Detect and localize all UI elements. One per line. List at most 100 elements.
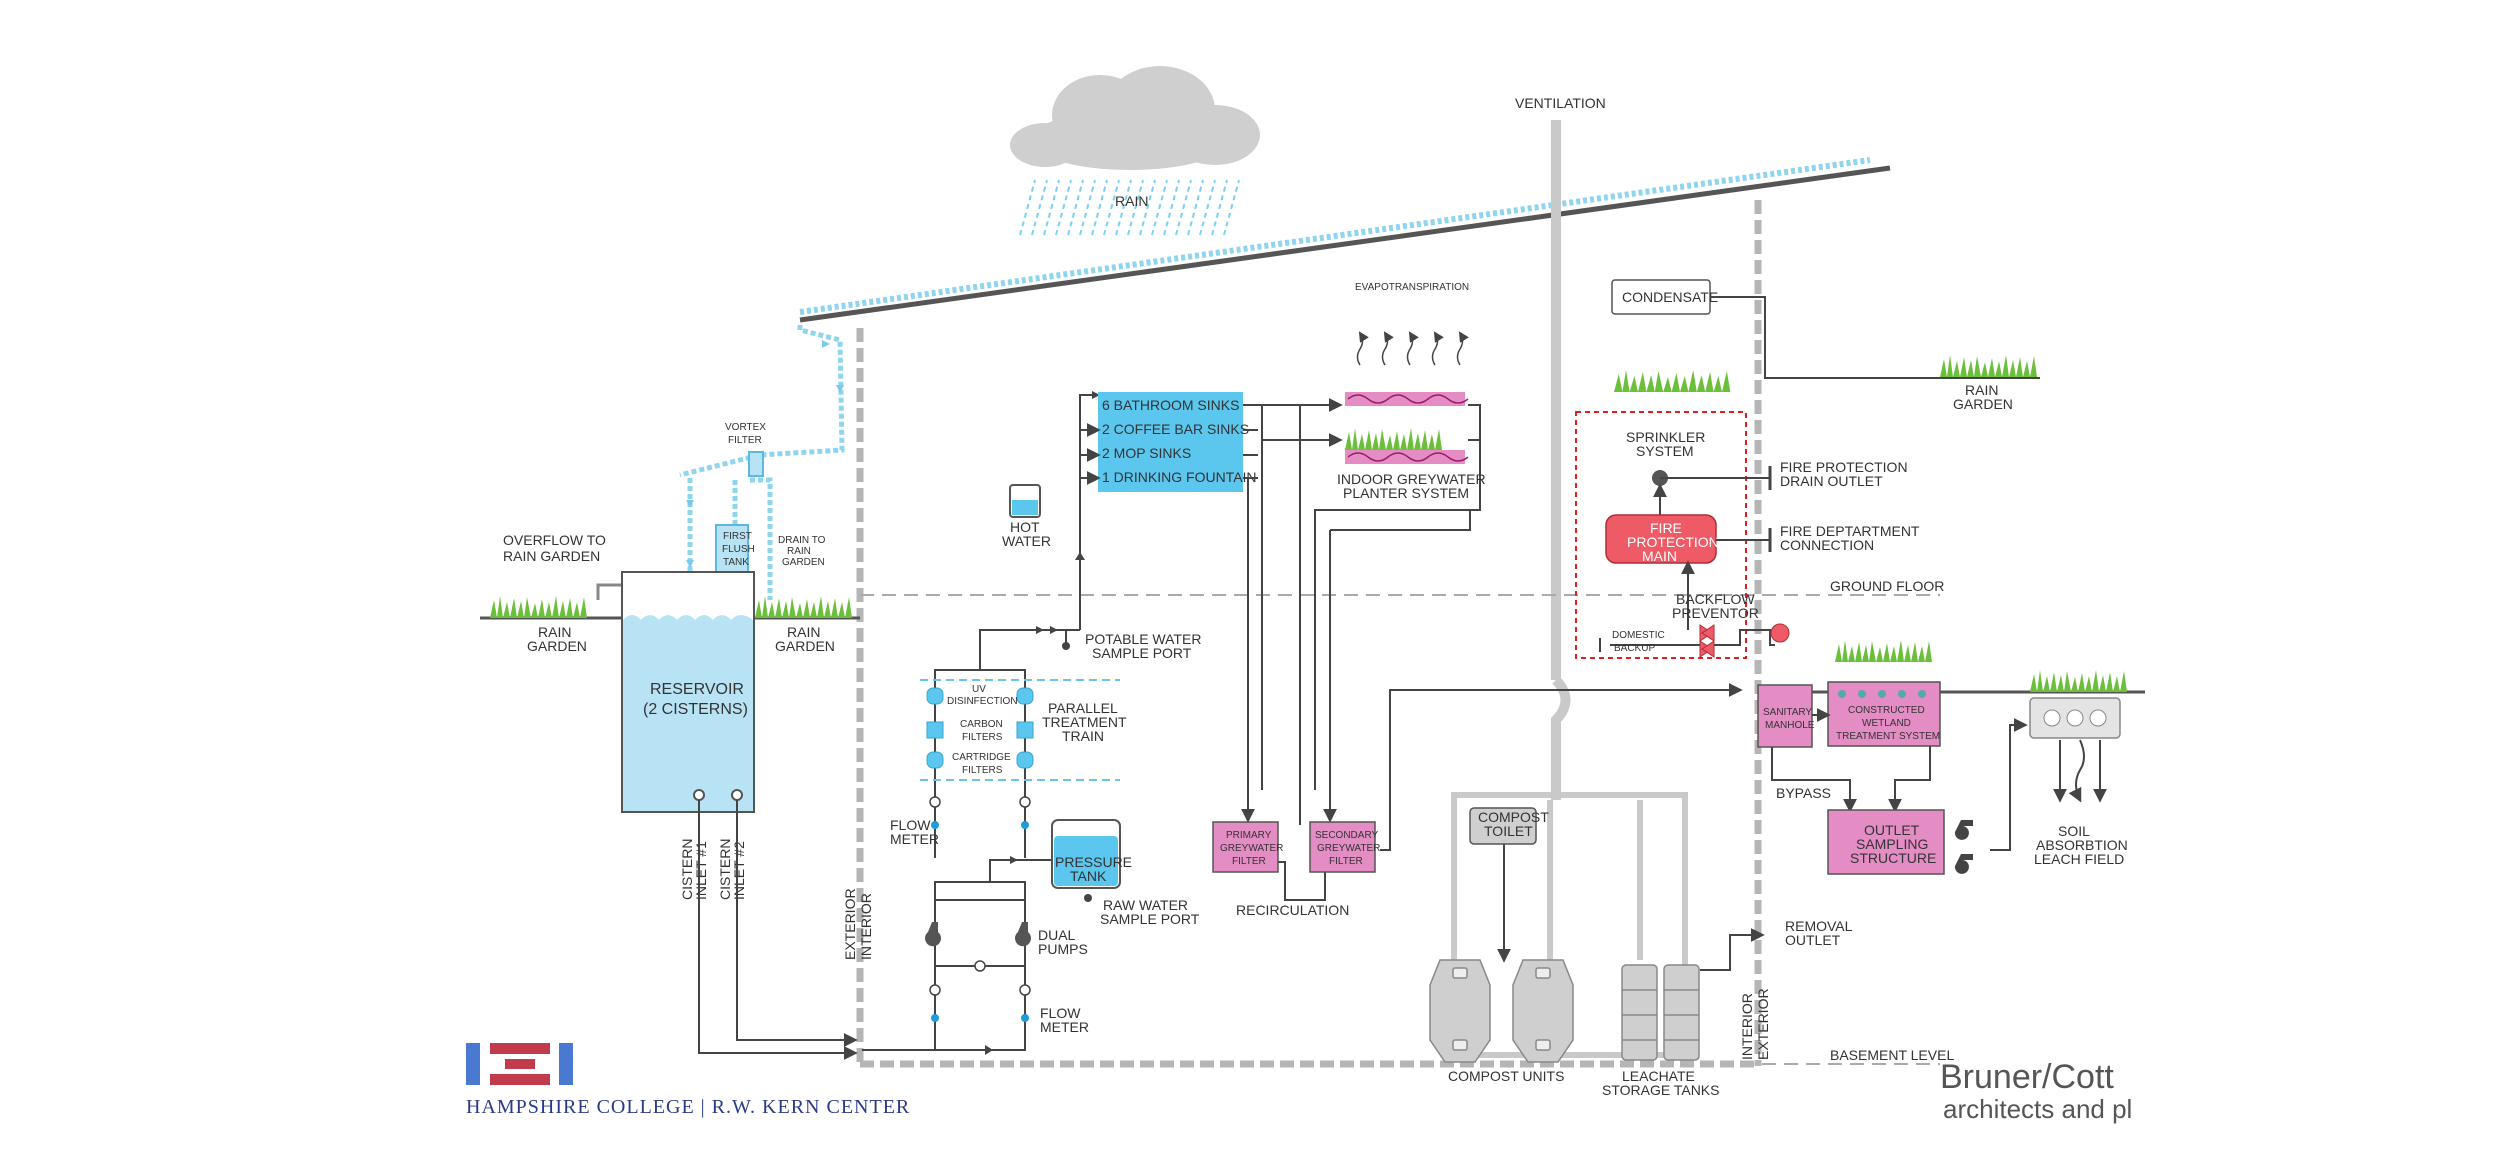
fire-drain-label-2: DRAIN OUTLET: [1780, 473, 1883, 489]
rain-streaks: [1019, 179, 1240, 236]
compost-units-label: COMPOST UNITS: [1448, 1068, 1564, 1084]
evapotranspiration-label: EVAPOTRANSPIRATION: [1355, 282, 1469, 293]
cartridge-label-2: FILTERS: [962, 765, 1003, 776]
sanitary-manhole: [1757, 684, 1813, 748]
backflow-label-2: PREVENTOR: [1672, 605, 1759, 621]
primary-filter-label-3: FILTER: [1232, 856, 1266, 867]
flow-arrows: [985, 391, 1100, 1055]
backflow-preventor: [1699, 624, 1715, 658]
firm-subtitle: architects and pl: [1943, 1094, 2132, 1124]
fixtures-box: [1098, 392, 1243, 492]
rain-garden-left-label-1: RAIN: [538, 624, 571, 640]
wetland-label-1: CONSTRUCTED: [1848, 705, 1925, 716]
drain-rain-garden-label-1: DRAIN TO: [778, 535, 826, 546]
interior-exterior-right-1: INTERIOR: [1739, 993, 1755, 1060]
wetland-label-3: TREATMENT SYSTEM: [1836, 731, 1940, 742]
fixture-2: 2 COFFEE BAR SINKS: [1102, 421, 1249, 437]
drain-rain-garden-label-2: RAIN: [787, 546, 811, 557]
fire-dept-label-1: FIRE DEPTARTMENT: [1780, 523, 1920, 539]
primary-filter: [1212, 821, 1279, 873]
condensate-pipe: [1710, 296, 2040, 379]
leach-field-grass: [2030, 670, 2130, 692]
pressure-tank-label-2: TANK: [1070, 868, 1107, 884]
constructed-wetland: [1827, 681, 1941, 747]
indoor-planter: [1345, 370, 1735, 464]
cistern-inlet-1-label: CISTERN: [679, 839, 695, 900]
soil-absorption-label-3: LEACH FIELD: [2034, 851, 2124, 867]
outlet-sampling-label-2: SAMPLING: [1856, 836, 1928, 852]
rain-label: RAIN: [1115, 193, 1148, 209]
secondary-filter: [1309, 821, 1376, 873]
dual-pumps: [925, 922, 1031, 947]
exterior-pipes: [1771, 708, 2107, 851]
cistern-inlet-2-label: CISTERN: [717, 839, 733, 900]
fixture-4: 1 DRINKING FOUNTAIN: [1102, 469, 1257, 485]
carbon-label-2: FILTERS: [962, 732, 1003, 743]
treatment-filters: [926, 687, 1034, 769]
fire-main-label-3: MAIN: [1642, 548, 1677, 564]
domestic-backup-label-2: BACKUP: [1614, 643, 1655, 654]
first-flush-label-3: TANK: [723, 557, 749, 568]
rain-garden-right-label-1: RAIN: [1965, 382, 1998, 398]
hampshire-logo: [466, 1043, 573, 1085]
rain-garden-left-label-2: GARDEN: [527, 638, 587, 654]
domestic-backup-label-1: DOMESTIC: [1612, 630, 1665, 641]
interior-exterior-right-2: EXTERIOR: [1755, 988, 1771, 1060]
soil-absorption-label-1: SOIL: [2058, 823, 2090, 839]
building-walls: [856, 200, 1762, 1068]
leachate-removal-pipe: [1700, 928, 1765, 971]
meter-dots: [931, 821, 1029, 1022]
raw-water-label-2: SAMPLE PORT: [1100, 911, 1200, 927]
basement-level-label: BASEMENT LEVEL: [1830, 1047, 1954, 1063]
exterior-interior-left-1: EXTERIOR: [842, 888, 858, 960]
rain-garden-right-grass: [1940, 355, 2040, 377]
backflow-label-1: BACKFLOW: [1676, 591, 1755, 607]
cartridge-label-1: CARTRIDGE: [952, 752, 1011, 763]
flow-meter-bottom-label-1: FLOW: [1040, 1005, 1081, 1021]
raw-water-label-1: RAW WATER: [1103, 897, 1188, 913]
soil-absorption-label-2: ABSORBTION: [2036, 837, 2128, 853]
fire-drain-label-1: FIRE PROTECTION: [1780, 459, 1908, 475]
domestic-backup-pipe: [1610, 629, 1775, 646]
pressure-tank-label-1: PRESSURE: [1055, 854, 1132, 870]
outlet-sampling-label-1: OUTLET: [1864, 822, 1920, 838]
outlet-pumps: [1954, 820, 1973, 874]
reservoir-label-1: RESERVOIR: [650, 681, 744, 698]
first-flush-label-2: FLUSH: [722, 544, 755, 555]
vortex-filter-label-2: FILTER: [728, 435, 762, 446]
cistern-outflow-pipes: [698, 800, 858, 1060]
bypass-label: BYPASS: [1776, 785, 1831, 801]
outlet-sampling-structure: [1827, 809, 1945, 875]
carbon-label-1: CARBON: [960, 719, 1003, 730]
uv-label-1: UV: [972, 684, 986, 695]
ground-floor-label: GROUND FLOOR: [1830, 578, 1944, 594]
dual-pumps-label-1: DUAL: [1038, 927, 1076, 943]
flow-meter-top-label-2: METER: [890, 831, 939, 847]
flow-meter-top-label-1: FLOW: [890, 817, 931, 833]
roof: [799, 165, 1891, 323]
leach-field: [2029, 697, 2121, 739]
potable-sample-label-1: POTABLE WATER: [1085, 631, 1201, 647]
dual-pumps-label-2: PUMPS: [1038, 941, 1088, 957]
potable-sample-label-2: SAMPLE PORT: [1092, 645, 1192, 661]
secondary-filter-label-2: GREYWATER: [1317, 843, 1380, 854]
firm-name: Bruner/Cott: [1940, 1058, 2114, 1096]
first-flush-label-1: FIRST: [723, 531, 752, 542]
reservoir-tank: [621, 571, 755, 813]
downspout-arrows: [686, 340, 844, 568]
indoor-planter-label-2: PLANTER SYSTEM: [1343, 485, 1469, 501]
compost-toilet-label-2: TOILET: [1484, 823, 1533, 839]
removal-outlet-label-2: OUTLET: [1785, 932, 1841, 948]
compost-toilet: [1469, 807, 1537, 845]
backflow-meter: [1770, 623, 1790, 643]
valves-and-meters: [929, 796, 1031, 996]
raw-water-port: [1084, 894, 1092, 902]
fire-main-label-1: FIRE: [1650, 520, 1682, 536]
fixture-1: 6 BATHROOM SINKS: [1102, 397, 1239, 413]
hot-water-label-1: HOT: [1010, 519, 1040, 535]
rain-garden-right-label-2: GARDEN: [1953, 396, 2013, 412]
secondary-filter-label-1: SECONDARY: [1315, 830, 1378, 841]
parallel-label-3: TRAIN: [1062, 728, 1104, 744]
hot-water-heater: [1009, 484, 1041, 518]
